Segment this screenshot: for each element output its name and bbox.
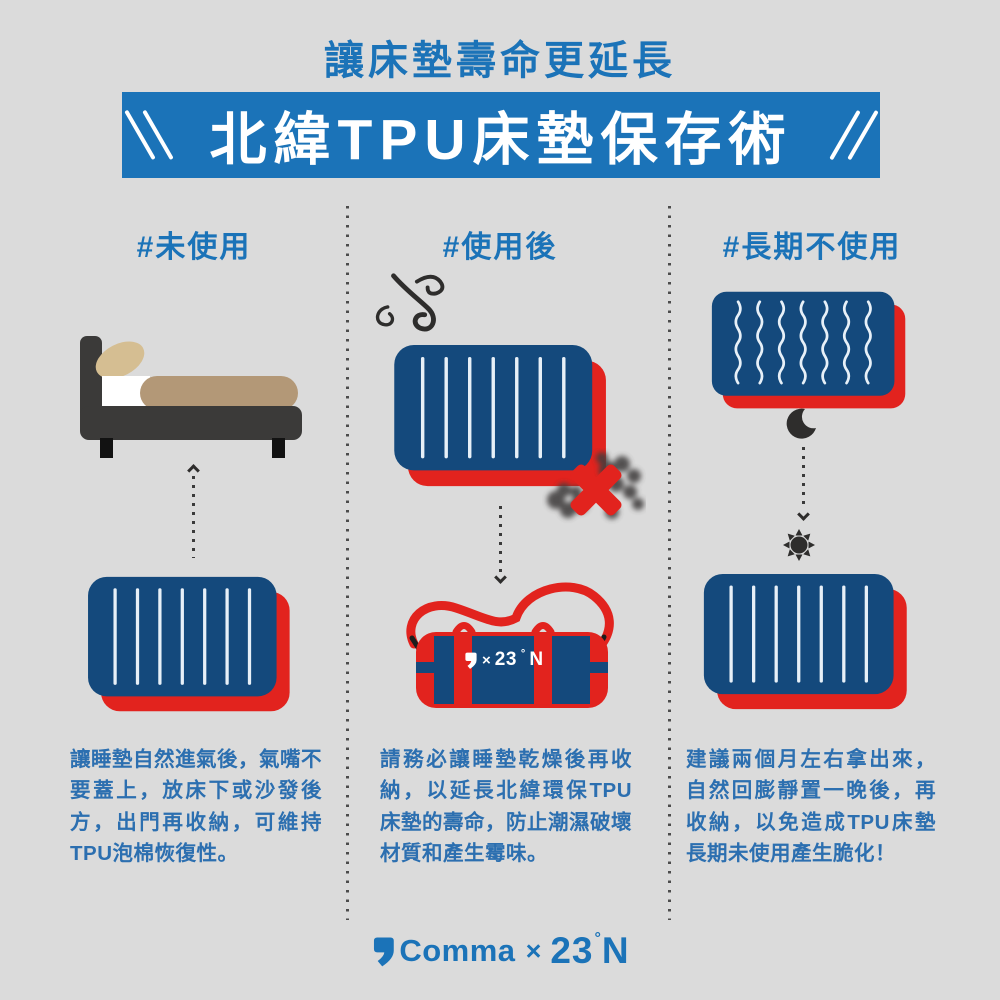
- poster-title: 北緯TPU床墊保存術: [209, 108, 793, 172]
- bag-side-stripe-left: [416, 662, 434, 673]
- footer-brand-name: Comma: [399, 933, 516, 968]
- bed-headboard: [80, 336, 102, 428]
- crescent-moon-icon: [786, 408, 816, 439]
- bag-strap-right: [534, 632, 552, 708]
- poster-subtitle: 讓床墊壽命更延長: [324, 39, 676, 83]
- comma-brand-icon: [373, 936, 394, 966]
- banner-right-slashes-icon: [829, 105, 878, 165]
- bag-logo-number: 23: [494, 649, 517, 670]
- dotted-arrow-down-icon: [797, 447, 810, 521]
- dotted-arrow-down-icon: [494, 506, 507, 584]
- tag-after-use: #使用後: [442, 231, 558, 264]
- footer-multiply: ×: [525, 935, 542, 966]
- bag-brand-logo: ×23°N: [464, 648, 544, 671]
- footer-number: 23: [550, 930, 594, 971]
- dotted-arrow-up-icon: [187, 464, 200, 558]
- bag-shoulder-strap: [406, 582, 614, 649]
- caption-unused: 讓睡墊自然進氣後，氣嘴不要蓋上，放床下或沙發後方，出門再收納，可維持TPU泡棉恢…: [70, 748, 322, 866]
- bed-leg-left: [100, 438, 113, 458]
- bed-illustration: [80, 336, 302, 458]
- tag-long-term-unused: #長期不使用: [722, 231, 902, 264]
- bag-logo-degree: °: [520, 648, 526, 660]
- sun-icon: [783, 529, 815, 561]
- column-divider-1: [346, 206, 349, 920]
- bag-handles: [452, 622, 555, 636]
- wind-swirl-icon: [375, 273, 445, 332]
- banner-left-slashes-icon: [124, 105, 173, 165]
- red-x-mold-icon: [547, 452, 644, 519]
- bag-logo-letter: N: [529, 649, 544, 670]
- caption-long-term-unused: 建議兩個月左右拿出來，自然回膨靜置一晚後，再收納，以免造成TPU床墊長期未使用產…: [686, 748, 936, 866]
- footer-brand-logo: Comma × 23 ° N: [371, 930, 629, 972]
- title-banner: 北緯TPU床墊保存術: [122, 92, 880, 178]
- mattress-restored-icon: [702, 572, 918, 713]
- bag-strap-left: [454, 632, 472, 708]
- bed-base: [80, 406, 302, 440]
- footer-degree: °: [594, 930, 601, 947]
- storage-bag-illustration: [406, 582, 614, 708]
- mattress-inflated-icon: [86, 575, 301, 715]
- footer-letter: N: [601, 930, 629, 971]
- comma-brand-icon: [465, 652, 477, 669]
- x-mark: [570, 464, 622, 516]
- caption-after-use: 請務必讓睡墊乾燥後再收納，以延長北緯環保TPU床墊的壽命，防止潮濕破壞材質和產生…: [380, 748, 632, 866]
- bed-leg-right: [272, 438, 285, 458]
- column-divider-2: [668, 206, 671, 920]
- bag-logo-multiply: ×: [482, 651, 491, 669]
- tag-unused: #未使用: [136, 231, 252, 264]
- mattress-deflated-icon: [710, 290, 918, 412]
- bag-side-stripe-right: [590, 662, 608, 673]
- sleeping-person: [140, 376, 298, 410]
- pillow-icon: [95, 341, 145, 379]
